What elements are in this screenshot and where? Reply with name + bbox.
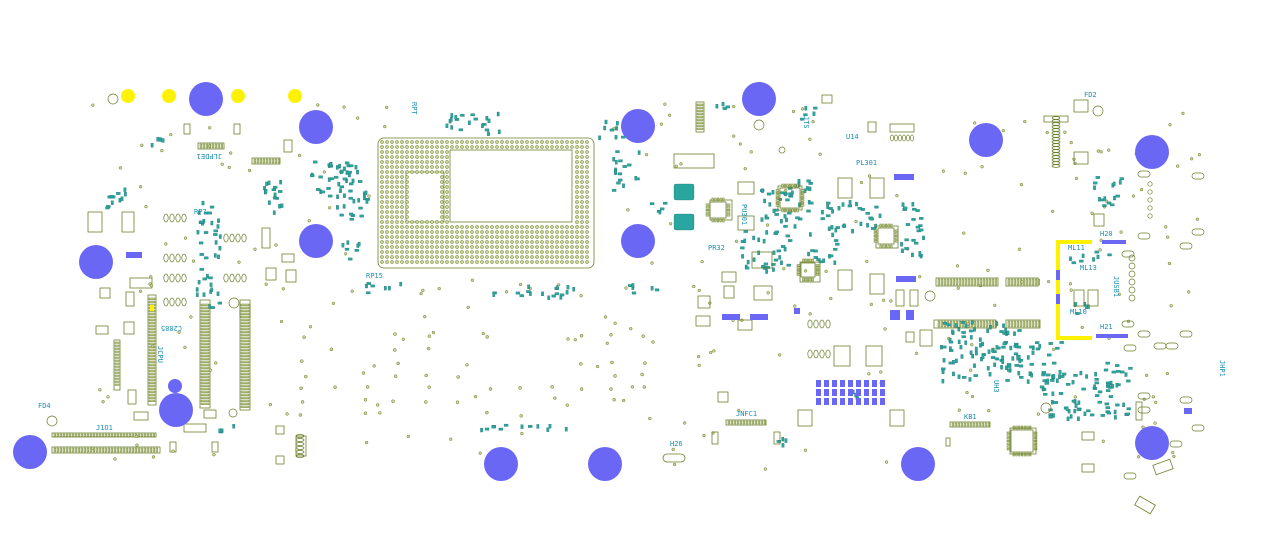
label-c2885: C2885: [161, 324, 182, 332]
mounting-hole: [969, 123, 1003, 157]
mounting-hole: [588, 447, 622, 481]
mounting-hole: [742, 82, 776, 116]
cpu-bga-footprint: [377, 137, 595, 269]
label-uh3: UH3: [992, 380, 1000, 393]
yellow-pad: [231, 89, 245, 103]
label-pu301: PU301: [740, 204, 748, 225]
label-fd4: FD4: [38, 402, 51, 410]
mounting-hole: [1135, 426, 1169, 460]
mounting-hole: [79, 245, 113, 279]
mounting-hole: [1135, 135, 1169, 169]
mounting-hole: [621, 224, 655, 258]
label-pr32: PR32: [708, 244, 725, 252]
yellow-pads: [121, 89, 302, 311]
label-kb1: KB1: [964, 413, 977, 421]
mounting-hole: [13, 435, 47, 469]
component-clusters: [105, 101, 1133, 448]
label-jhp1: JHP1: [1218, 360, 1226, 377]
label-jusb1: JUSB1: [1112, 276, 1120, 297]
right-connector-rows: [919, 99, 1192, 515]
mounting-holes: [13, 82, 1169, 481]
label-pl301: PL301: [856, 159, 877, 167]
yellow-pad: [162, 89, 176, 103]
label-u14: U14: [846, 133, 859, 141]
label-ml13: ML13: [1080, 264, 1097, 272]
mounting-hole: [484, 447, 518, 481]
mounting-hole: [168, 379, 182, 393]
label-j1o1: J1O1: [96, 424, 113, 432]
mounting-hole: [901, 447, 935, 481]
label-jlpde1: JLPDE1: [197, 152, 222, 160]
yellow-pad: [121, 89, 135, 103]
via-field: [90, 102, 1202, 471]
mounting-hole: [621, 109, 655, 143]
left-connector-group: [46, 93, 307, 465]
label-fd2: FD2: [1084, 91, 1097, 99]
label-ml11: ML11: [1068, 244, 1085, 252]
mounting-hole: [159, 393, 193, 427]
label-h26: H26: [670, 440, 683, 448]
designator-labels: JLPDE1 RP7 RP15 RPT JCPU C2885 J1O1 FD4 …: [38, 91, 1226, 448]
label-rpt: RPT: [410, 102, 418, 115]
label-ml10: ML10: [1070, 308, 1087, 316]
label-rp7: RP7: [194, 208, 207, 216]
slot-footprints: [1121, 170, 1205, 480]
yellow-pad: [288, 89, 302, 103]
ic-u-block: [705, 183, 1038, 457]
label-jcpu: JCPU: [156, 346, 164, 363]
pin-rows-left: [53, 103, 1061, 458]
mounting-hole: [299, 110, 333, 144]
mounting-hole: [189, 82, 223, 116]
mounting-hole: [299, 224, 333, 258]
label-h21: H21: [1100, 323, 1113, 331]
label-jnfc1: JNFC1: [736, 410, 757, 418]
label-jts: JTS: [802, 116, 810, 129]
highlight-bracket: [1056, 240, 1128, 340]
blue-block-array: [816, 380, 885, 405]
label-rp15: RP15: [366, 272, 383, 280]
label-h20: H20: [1100, 230, 1113, 238]
